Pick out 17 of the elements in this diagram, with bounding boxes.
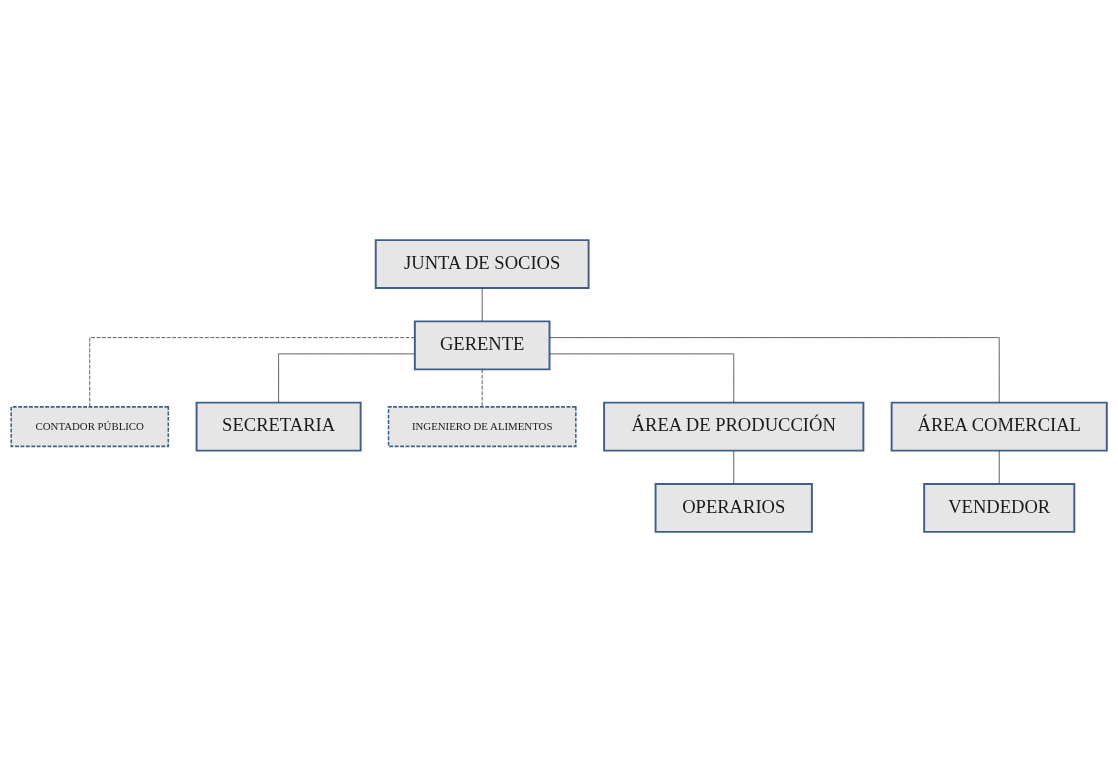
node-box: OPERARIOS <box>654 482 813 533</box>
connector <box>481 287 483 322</box>
connector <box>549 336 1000 403</box>
node-box: VENDEDOR <box>923 482 1076 533</box>
connector <box>278 353 416 403</box>
connector <box>481 368 483 407</box>
node-box: ÁREA DE PRODUCCIÓN <box>603 401 865 452</box>
connector <box>998 449 1000 484</box>
node-box: CONTADOR PÚBLICO <box>10 405 170 447</box>
node-box: JUNTA DE SOCIOS <box>374 238 590 289</box>
node-box: INGENIERO DE ALIMENTOS <box>387 405 577 447</box>
connector <box>733 449 735 484</box>
connector <box>549 353 735 403</box>
node-box: GERENTE <box>413 319 551 370</box>
connector <box>89 336 416 407</box>
node-box: ÁREA COMERCIAL <box>890 401 1108 452</box>
node-box: SECRETARIA <box>195 401 362 452</box>
